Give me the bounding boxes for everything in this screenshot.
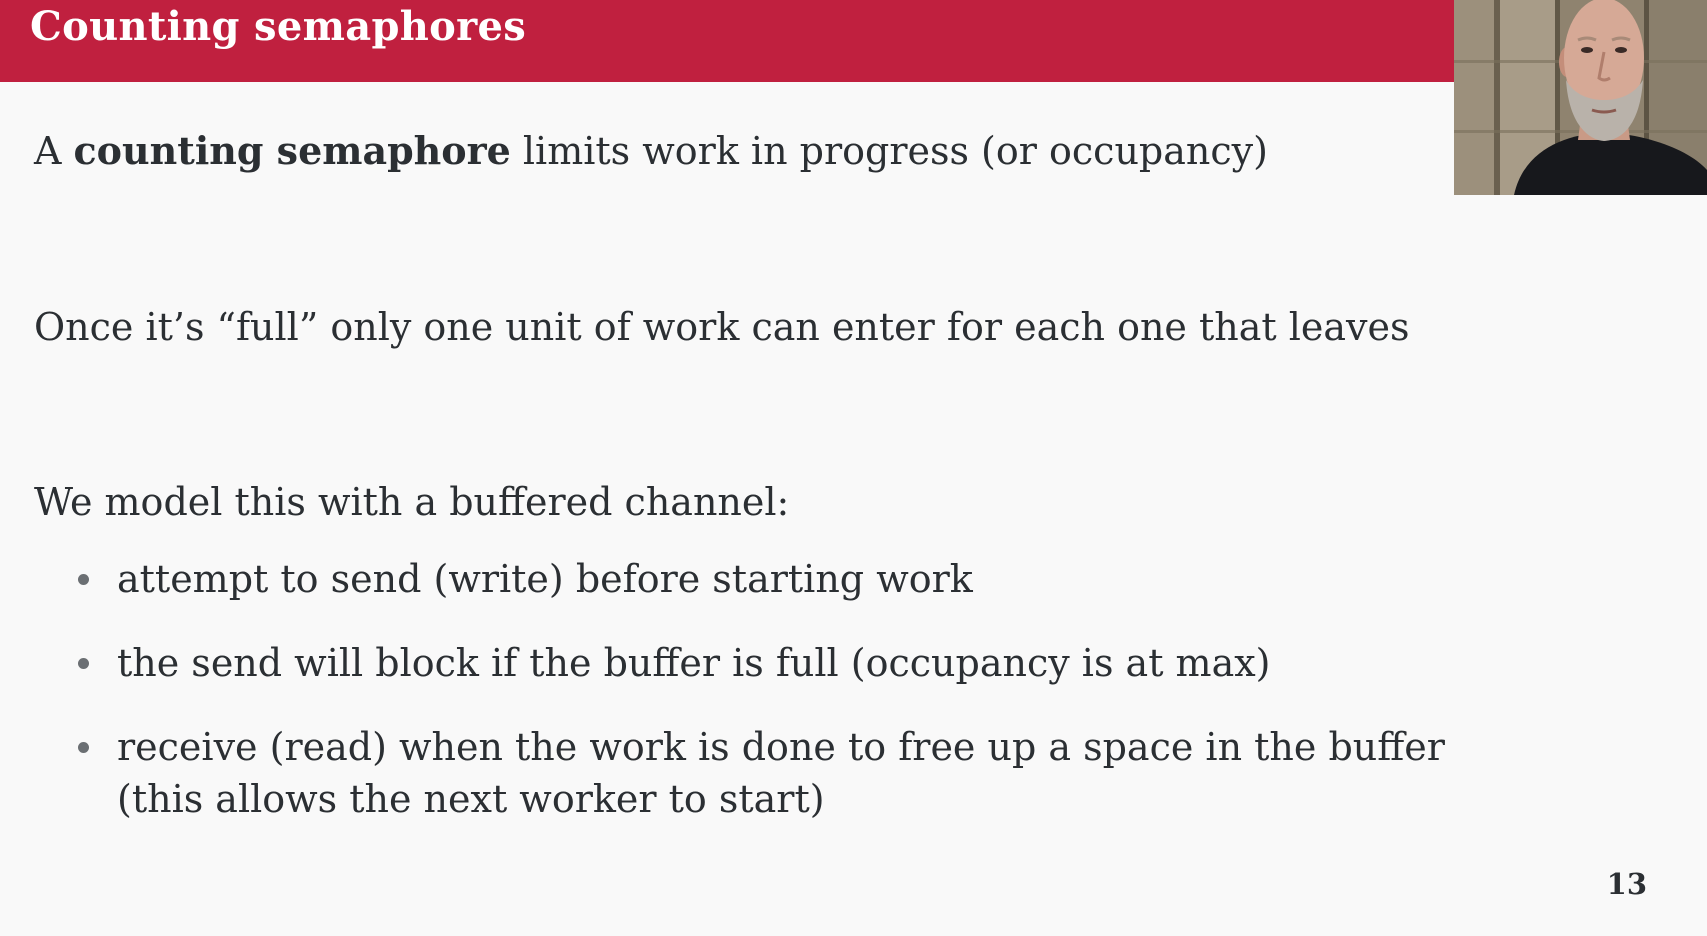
slide-title: Counting semaphores bbox=[30, 3, 527, 50]
bullet-dot-icon bbox=[78, 574, 89, 585]
title-bar: Counting semaphores bbox=[0, 0, 1454, 82]
model-intro-line: We model this with a buffered channel: bbox=[34, 480, 790, 524]
definition-prefix: A bbox=[34, 129, 74, 173]
bullet-text: the send will block if the buffer is ful… bbox=[117, 641, 1271, 685]
bullet-text-line-2: (this allows the next worker to start) bbox=[117, 777, 825, 821]
list-item: the send will block if the buffer is ful… bbox=[78, 637, 1458, 689]
presenter-video-icon bbox=[1454, 0, 1707, 195]
definition-suffix: limits work in progress (or occupancy) bbox=[510, 129, 1268, 173]
full-behaviour-line: Once it’s “full” only one unit of work c… bbox=[34, 305, 1410, 349]
list-item: attempt to send (write) before starting … bbox=[78, 553, 1458, 605]
page-number: 13 bbox=[1606, 867, 1647, 901]
bullet-dot-icon bbox=[78, 658, 89, 669]
bullet-text-line-1: receive (read) when the work is done to … bbox=[117, 725, 1445, 769]
presenter-webcam bbox=[1454, 0, 1707, 195]
definition-line: A counting semaphore limits work in prog… bbox=[34, 126, 1268, 176]
bullet-dot-icon bbox=[78, 742, 89, 753]
definition-term: counting semaphore bbox=[73, 128, 511, 173]
bullet-text: attempt to send (write) before starting … bbox=[117, 557, 973, 601]
list-item: receive (read) when the work is done to … bbox=[78, 721, 1458, 825]
